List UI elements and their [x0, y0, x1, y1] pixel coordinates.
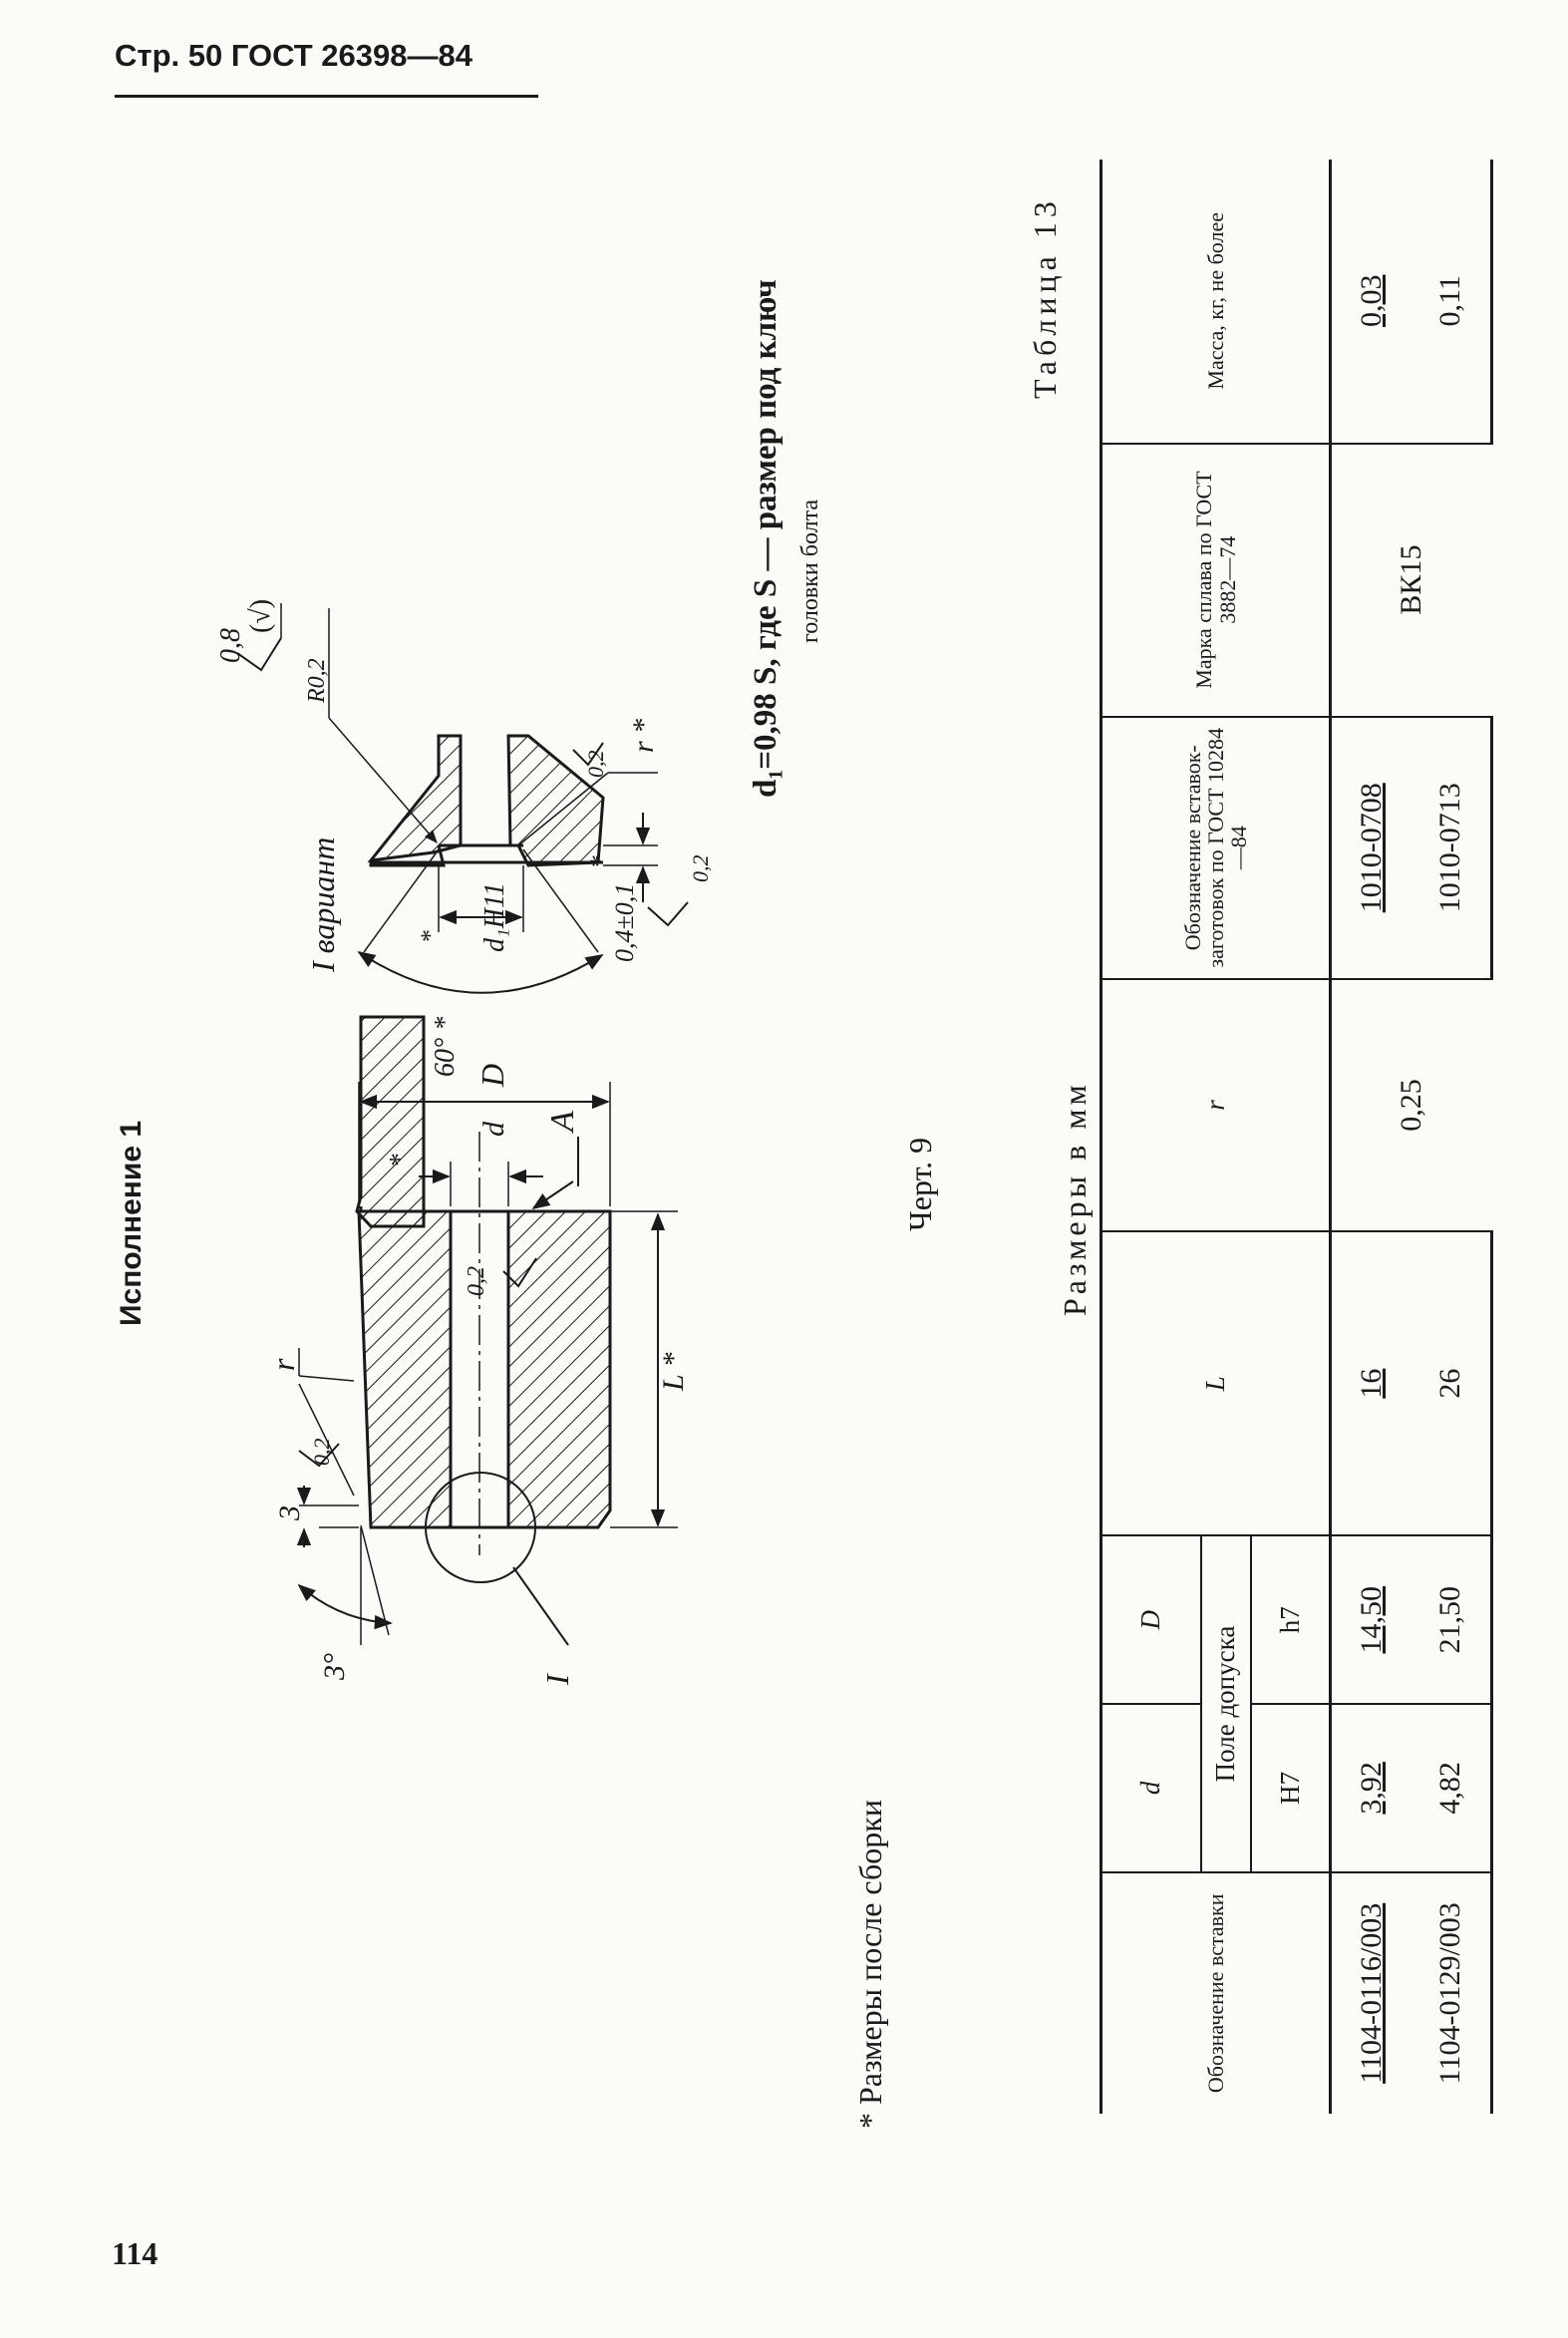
variant-title: Исполнение 1 [115, 1120, 148, 1326]
label-detail-variant: I вариант [305, 837, 341, 973]
header-L: L [1100, 1230, 1331, 1536]
label-d1-star: * [416, 929, 445, 942]
table-13: Обозначение вставки d D L r Обозначение … [1099, 160, 1493, 2114]
header-r: r [1100, 978, 1331, 1231]
header-mass: Масса, кг, не более [1100, 160, 1331, 444]
label-A: A [544, 1111, 581, 1134]
page-number: 114 [112, 2235, 158, 2271]
label-3-deg: 3° [318, 1653, 351, 1681]
label-roughness-02: 0,2 [583, 751, 608, 779]
table-title: Таблица 13 [1027, 196, 1063, 399]
header-tolerance: Поле допуска [1200, 1535, 1251, 1872]
cell-d: 3,92 [1330, 1704, 1411, 1872]
header-rule [115, 95, 538, 98]
label-surface: 0,8 [215, 628, 246, 663]
header-d: d [1100, 1704, 1201, 1872]
formula-line1: d₁=0,98 S, где S — размер под ключ [748, 279, 784, 798]
header-H7: Н7 [1250, 1704, 1331, 1872]
label-angle: 60° * [430, 1017, 461, 1077]
cell-blank: 1010-0713 [1411, 716, 1492, 979]
cell-D: 14,50 [1330, 1535, 1411, 1705]
angle-arc [357, 951, 604, 994]
cell-D: 21,50 [1411, 1535, 1492, 1705]
label-star2: * [585, 854, 614, 867]
cell-L: 16 [1330, 1230, 1411, 1536]
cell-L: 26 [1411, 1230, 1492, 1536]
label-surface-bracket: (√) [245, 599, 276, 633]
cell-mass: 0,03 [1330, 160, 1411, 444]
cell-designation: 1104-0116/003 [1354, 1902, 1388, 2084]
label-dim04: 0,4±0,1 [610, 883, 639, 962]
label-d: d [477, 1121, 510, 1137]
label-r: r [265, 1358, 301, 1371]
label-roughness-side: 0,2 [309, 1439, 334, 1467]
cell-d: 4,82 [1411, 1704, 1492, 1872]
label-R02: R0,2 [304, 658, 330, 704]
label-L: L * [657, 1352, 690, 1392]
header-h7: h7 [1250, 1535, 1331, 1705]
label-roughness-right: 0,2 [688, 855, 713, 883]
header-blank: Обозначение вставок-заготовок по ГОСТ 10… [1100, 716, 1331, 979]
formula-line2: головки болта [797, 499, 823, 643]
page-header: Стр. 50 ГОСТ 26398—84 [115, 38, 472, 73]
cell-r: 0,25 [1330, 978, 1492, 1231]
label-d-star: * [385, 1153, 416, 1167]
label-d1: d₁H11 [479, 882, 510, 952]
header-alloy: Марка сплава по ГОСТ 3882—74 [1100, 443, 1331, 717]
table-units: Размеры в мм [1057, 1081, 1093, 1316]
label-D: D [474, 1064, 510, 1088]
insert-body [357, 1209, 612, 1529]
drawing-caption: Черт. 9 [902, 1137, 938, 1231]
label-roughness-main: 0,2 [464, 1266, 489, 1296]
label-r-star: r * [627, 719, 660, 753]
table-row: 1104-0116/003 3,92 14,50 16 0,25 1010-07… [1330, 160, 1492, 2114]
header-D: D [1100, 1535, 1201, 1705]
cell-mass: 0,11 [1411, 160, 1492, 444]
header-designation: Обозначение вставки [1100, 1871, 1331, 2114]
cell-designation: 1104-0129/003 [1411, 1871, 1492, 2114]
footnote: * Размеры после сборки [852, 1800, 888, 2129]
insert-section [355, 1015, 426, 1228]
label-I: I [539, 1673, 575, 1686]
label-3: 3 [273, 1505, 306, 1521]
cell-alloy: ВК15 [1330, 443, 1492, 717]
cell-blank: 1010-0708 [1330, 716, 1411, 979]
detail-circle [425, 1472, 536, 1583]
detail-section [367, 734, 605, 867]
